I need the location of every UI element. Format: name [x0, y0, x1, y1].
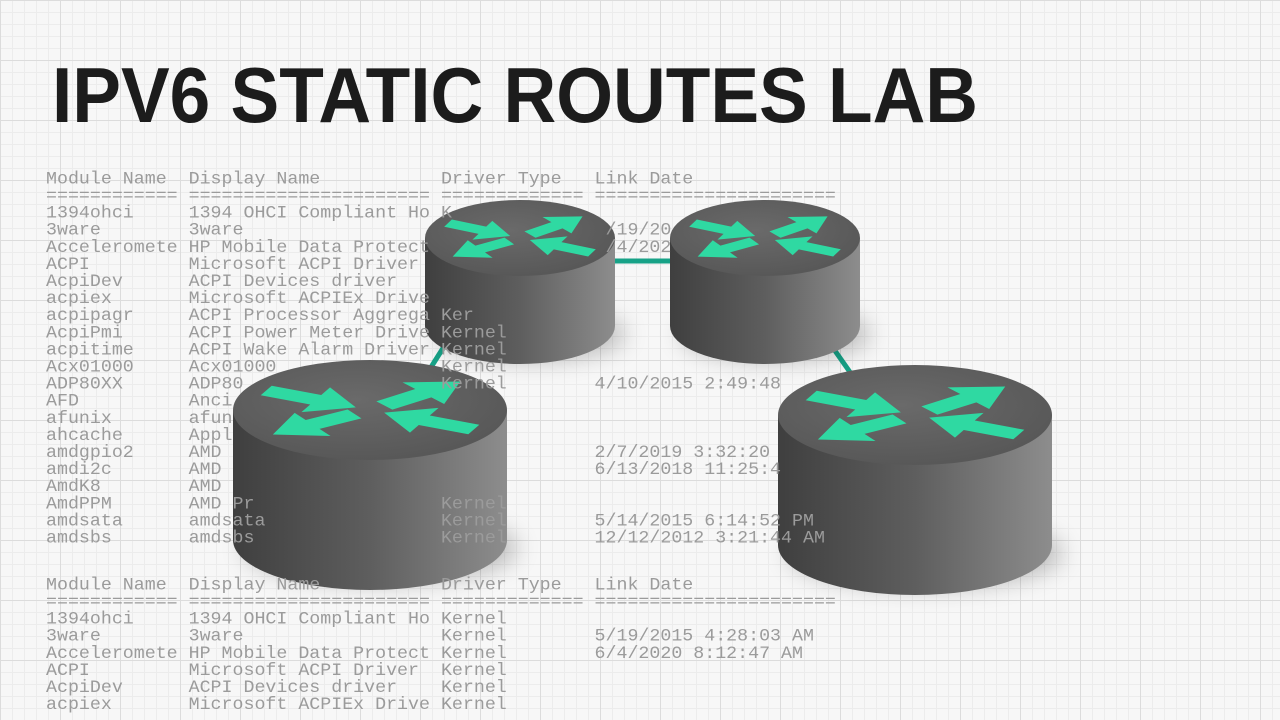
table-row: ACPI Microsoft ACPI Driver Kernel [46, 661, 507, 681]
table-row: AcpiDev ACPI Devices driver [46, 272, 398, 292]
title-banner: IPV6 STATIC ROUTES LAB [52, 51, 978, 139]
router-3 [233, 360, 517, 590]
table-row: AmdPPM AMD Pr Kernel [46, 494, 507, 514]
page-title: IPV6 STATIC ROUTES LAB [52, 51, 978, 139]
table-row: Acx01000 Acx01000 Kernel [46, 358, 507, 378]
table-row: AmdK8 AMD [46, 477, 222, 497]
table-row: AcpiDev ACPI Devices driver Kernel [46, 678, 507, 698]
table-row: amdi2c AMD 6/13/2018 11:25:4 [46, 460, 782, 480]
table-row: 3ware 3ware Kernel 5/19/2015 4:28:03 AM [46, 627, 814, 647]
table-row: 1394ohci 1394 OHCI Compliant Ho K [46, 204, 452, 224]
table-row: acpipagr ACPI Processor Aggrega Ker [46, 306, 474, 326]
table-row: ACPI Microsoft ACPI Driver [46, 255, 419, 275]
table-row: ADP80XX ADP80 Kernel 4/10/2015 2:49:48 [46, 375, 782, 395]
table-row: Module Name Display Name Driver Type Lin… [46, 170, 694, 190]
driver-table-top: Module Name Display Name Driver Type Lin… [46, 171, 836, 547]
table-row: amdgpio2 AMD 2/7/2019 3:32:20 [46, 443, 771, 463]
router-4 [778, 365, 1062, 595]
table-row: acpitime ACPI Wake Alarm Driver Kernel [46, 341, 507, 361]
table-row: 1394ohci 1394 OHCI Compliant Ho Kernel [46, 610, 507, 630]
router-1 [425, 200, 625, 364]
table-row: afunix afun [46, 409, 233, 429]
table-row: ============ ====================== ====… [46, 593, 836, 613]
table-row: amdsbs amdsbs Kernel 12/12/2012 3:21:44 … [46, 529, 825, 549]
router-2 [670, 200, 870, 364]
driver-table-bottom: Module Name Display Name Driver Type Lin… [46, 577, 836, 714]
table-row: Acceleromete HP Mobile Data Protect Kern… [46, 644, 803, 664]
table-row: 3ware 3ware /19/20 [46, 221, 672, 241]
table-row: Acceleromete HP Mobile Data Protect /4/2… [46, 238, 672, 258]
table-row: acpiex Microsoft ACPIEx Drive Kernel [46, 695, 507, 715]
table-row: AFD Anci [46, 392, 233, 412]
table-row: acpiex Microsoft ACPIEx Drive [46, 289, 430, 309]
table-row: amdsata amdsata Kernel 5/14/2015 6:14:52… [46, 512, 814, 532]
table-row: AcpiPmi ACPI Power Meter Drive Kernel [46, 323, 507, 343]
table-row: ahcache Appl [46, 426, 233, 446]
table-row: Module Name Display Name Driver Type Lin… [46, 576, 694, 596]
table-row: ============ ====================== ====… [46, 187, 836, 207]
